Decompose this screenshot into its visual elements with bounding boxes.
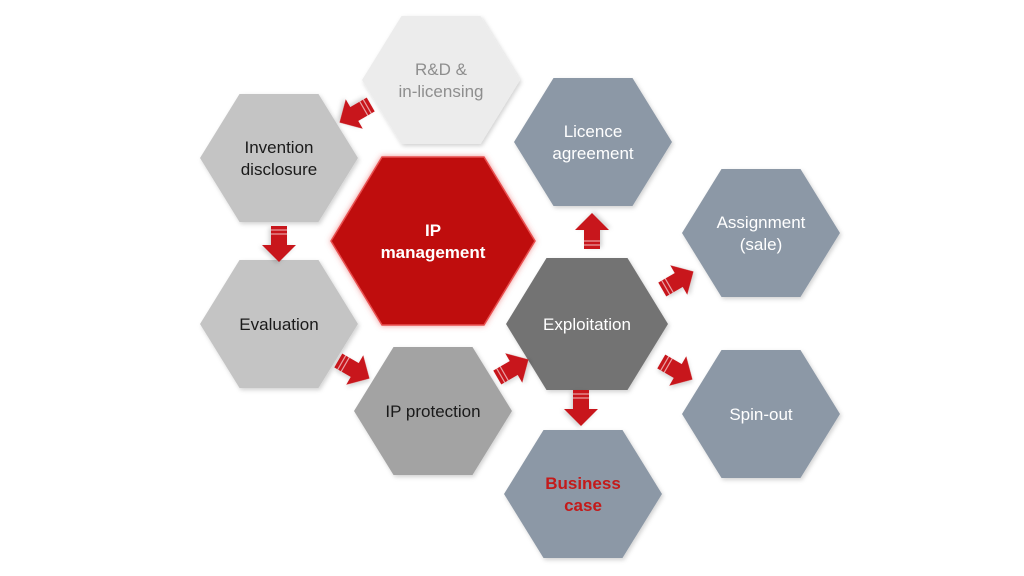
arrow-exploitation-to-spin-out xyxy=(657,354,693,386)
hex-node-assignment: Assignment (sale) xyxy=(682,169,840,297)
arrow-exploitation-to-licence xyxy=(575,213,609,249)
hex-label-line: Evaluation xyxy=(239,315,318,334)
hex-label-line: IP protection xyxy=(385,402,480,421)
arrow-stripe xyxy=(499,366,509,381)
hex-label-line: agreement xyxy=(552,144,634,163)
hex-label-line: Business xyxy=(545,474,621,493)
hex-label-line: Assignment xyxy=(717,213,806,232)
hex-label-line: case xyxy=(564,496,602,515)
hexagon-shape xyxy=(506,258,668,390)
arrow-shape xyxy=(262,226,296,262)
hex-node-ip-protection: IP protection xyxy=(354,347,512,475)
hex-node-business-case: Business case xyxy=(504,430,662,558)
hex-node-exploitation: Exploitation xyxy=(506,258,668,390)
hexagon-shape xyxy=(682,169,840,297)
arrow-stripe xyxy=(496,368,506,383)
hex-label-line: disclosure xyxy=(241,160,318,179)
arrow-rd-to-invention xyxy=(339,97,375,129)
arrow-stripe xyxy=(663,358,673,373)
hexagon-shape xyxy=(362,16,520,144)
arrow-protection-to-exploitation xyxy=(493,353,529,385)
arrow-evaluation-to-protection xyxy=(334,353,370,385)
hex-node-invention-disclosure: Invention disclosure xyxy=(200,94,358,222)
hex-label-line: Exploitation xyxy=(543,315,631,334)
hexagon-shape xyxy=(354,347,512,475)
hexagon-shape xyxy=(330,156,536,326)
arrow-shape xyxy=(657,354,693,386)
hex-label-line: management xyxy=(381,243,486,262)
hex-label-line: (sale) xyxy=(740,235,783,254)
hex-label-line: Invention xyxy=(245,138,314,157)
arrow-exploitation-to-business-case xyxy=(564,390,598,426)
arrow-stripe xyxy=(362,99,372,114)
arrow-stripe xyxy=(337,355,347,370)
arrow-stripe xyxy=(340,357,350,372)
hexagon-shape xyxy=(200,94,358,222)
arrow-shape xyxy=(658,265,694,297)
hex-label-line: IP xyxy=(425,221,441,240)
hexagon-shape xyxy=(682,350,840,478)
hex-node-spin-out: Spin-out xyxy=(682,350,840,478)
hex-label-line: R&D & xyxy=(415,60,468,79)
arrow-exploitation-to-assignment xyxy=(658,265,694,297)
hexagon-shape xyxy=(200,260,358,388)
hex-label-line: in-licensing xyxy=(398,82,483,101)
hexagon-shape xyxy=(504,430,662,558)
hex-node-rd: R&D & in-licensing xyxy=(362,16,520,144)
hex-node-ip-management: IP management xyxy=(330,156,536,326)
hexagon-shape xyxy=(514,78,672,206)
hex-node-licence-agreement: Licence agreement xyxy=(514,78,672,206)
arrow-invention-to-evaluation xyxy=(262,226,296,262)
hex-label-line: Licence xyxy=(564,122,623,141)
arrow-stripe xyxy=(661,280,671,295)
hex-label-line: Spin-out xyxy=(729,405,793,424)
arrow-stripe xyxy=(359,101,369,116)
arrow-shape xyxy=(564,390,598,426)
arrow-stripe xyxy=(664,278,674,293)
hex-node-evaluation: Evaluation xyxy=(200,260,358,388)
arrow-shape xyxy=(575,213,609,249)
arrow-stripe xyxy=(660,356,670,371)
